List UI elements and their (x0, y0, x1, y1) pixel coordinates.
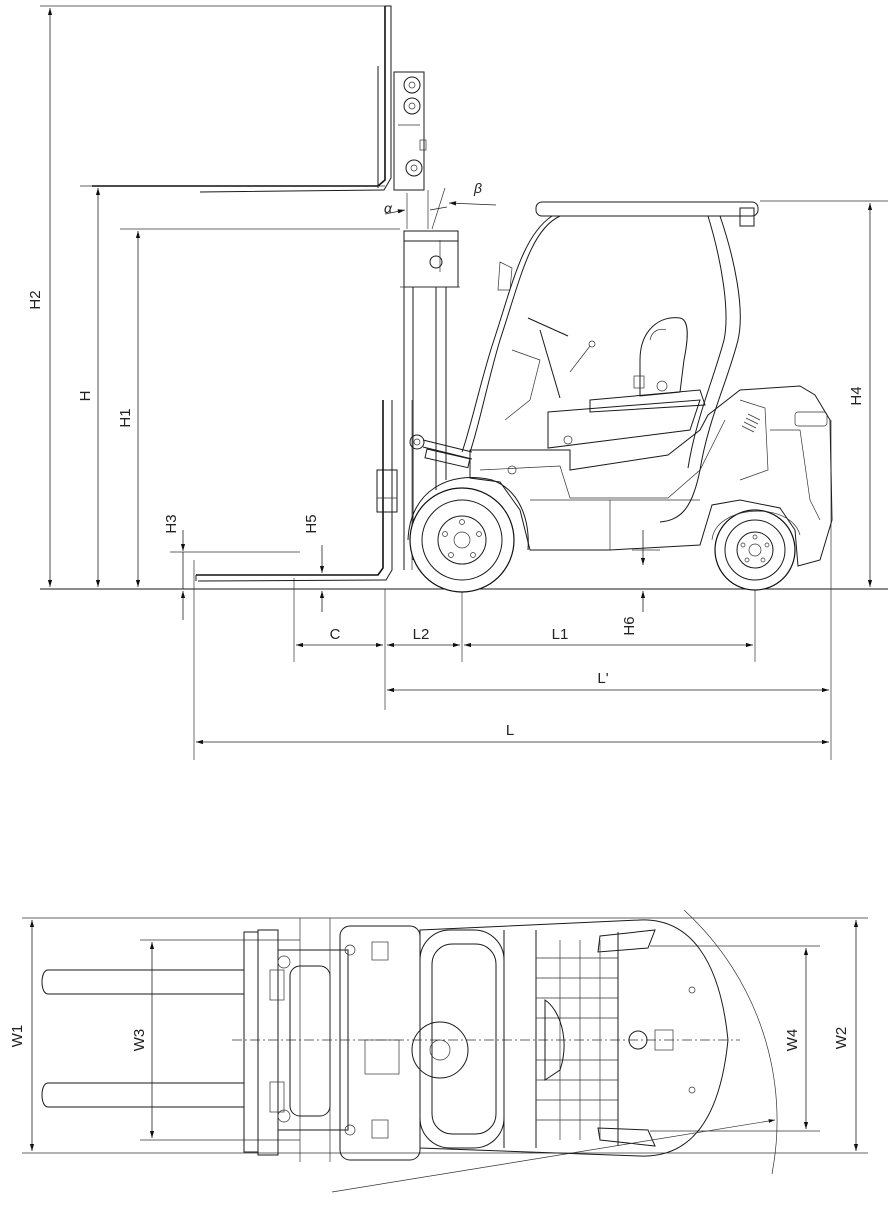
tilt-angle-marks: α β (384, 180, 497, 230)
label-h2: H2 (27, 290, 44, 309)
label-l-prime: L' (597, 670, 608, 687)
label-h1: H1 (117, 408, 134, 427)
top-view: W1 W3 W4 W2 (9, 909, 868, 1193)
forks-top (41, 918, 301, 1162)
mast-top (269, 918, 421, 1162)
body-top (411, 919, 729, 1157)
raised-carriage (92, 5, 427, 193)
label-l1: L1 (552, 626, 569, 643)
label-w2: W2 (833, 1027, 850, 1050)
lowered-fork (195, 400, 398, 582)
label-w1: W1 (9, 1025, 26, 1048)
overhead-guard (461, 201, 759, 523)
mast (400, 230, 460, 570)
label-h5: H5 (303, 514, 320, 533)
label-l2: L2 (413, 626, 430, 643)
label-w4: W4 (784, 1029, 801, 1052)
seat-and-controls (504, 317, 706, 449)
turning-radius (331, 909, 778, 1193)
tilt-cylinder (409, 434, 473, 469)
label-l: L (506, 722, 514, 739)
side-view: H2 H H1 H3 H5 H4 H6 C L2 L1 L' L (27, 5, 888, 760)
label-c: C (330, 626, 341, 643)
front-wheel (407, 477, 529, 593)
label-h4: H4 (848, 386, 865, 405)
label-h6: H6 (621, 616, 638, 635)
label-w3: W3 (131, 1029, 148, 1052)
rear-wheel (711, 509, 801, 591)
label-h: H (77, 391, 94, 402)
label-alpha: α (384, 200, 393, 216)
label-beta: β (473, 180, 482, 196)
label-h3: H3 (163, 514, 180, 533)
